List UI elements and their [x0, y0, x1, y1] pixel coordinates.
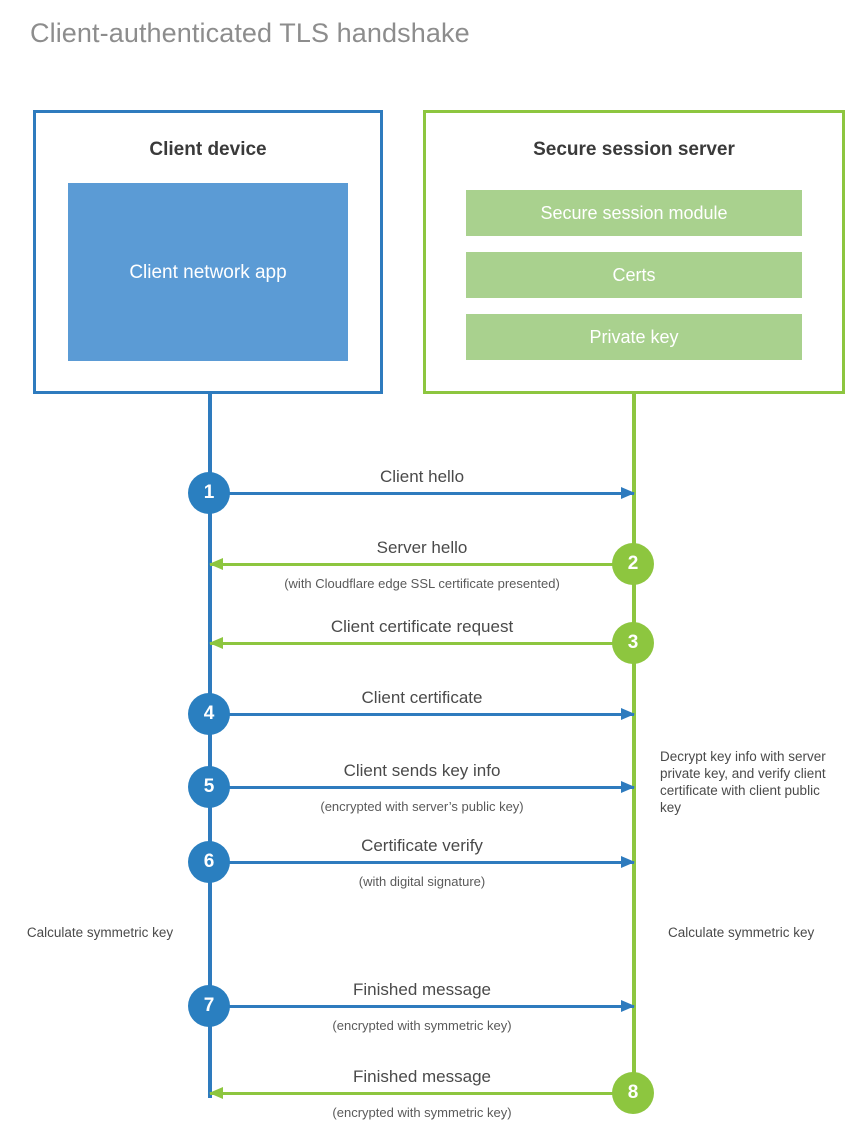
- client-device-box: Client device Client network app: [33, 110, 383, 394]
- step-label-6: Certificate verify: [361, 836, 483, 855]
- arrow-shaft: [210, 713, 634, 716]
- step-label-8: Finished message: [353, 1067, 491, 1086]
- step-circle-6[interactable]: 6: [188, 841, 230, 883]
- arrow-head-icon: [621, 487, 635, 499]
- client-device-title: Client device: [149, 139, 267, 160]
- step-circle-3[interactable]: 3: [612, 622, 654, 664]
- step-label-5: Client sends key info: [343, 761, 501, 780]
- arrow-shaft: [210, 642, 634, 645]
- arrow-head-icon: [209, 637, 223, 649]
- step-arrow-8: [209, 1087, 634, 1099]
- note-calculate-symmetric-key-server: Calculate symmetric key: [668, 925, 815, 940]
- arrow-head-icon: [621, 1000, 635, 1012]
- step-sublabel-6: (with digital signature): [358, 874, 486, 889]
- arrow-head-icon: [621, 708, 635, 720]
- note-calculate-symmetric-key-client: Calculate symmetric key: [26, 925, 174, 940]
- step-arrow-7: [210, 1000, 635, 1012]
- step-arrow-6: [210, 856, 635, 868]
- arrow-head-icon: [209, 1087, 223, 1099]
- step-label-2: Server hello: [376, 538, 468, 557]
- secure-session-module-block: Secure session module: [466, 190, 802, 236]
- step-arrow-1: [210, 487, 635, 499]
- arrow-head-icon: [209, 558, 223, 570]
- step-circle-1[interactable]: 1: [188, 472, 230, 514]
- step-sublabel-5: (encrypted with server’s public key): [320, 799, 524, 814]
- server-lifeline: [632, 393, 636, 1093]
- client-network-app-block: Client network app: [68, 183, 348, 361]
- note-decrypt-key-info: Decrypt key info with server private key…: [660, 749, 826, 815]
- arrow-shaft: [210, 1005, 634, 1008]
- step-sublabel-2: (with Cloudflare edge SSL certificate pr…: [284, 576, 560, 591]
- page-title: Client-authenticated TLS handshake: [30, 18, 470, 48]
- step-label-3: Client certificate request: [330, 617, 514, 636]
- arrow-head-icon: [621, 781, 635, 793]
- step-sublabel-8: (encrypted with symmetric key): [332, 1105, 512, 1120]
- step-label-4: Client certificate: [361, 688, 483, 707]
- certs-block: Certs: [466, 252, 802, 298]
- arrow-shaft: [210, 492, 634, 495]
- step-circle-4[interactable]: 4: [188, 693, 230, 735]
- step-arrow-4: [210, 708, 635, 720]
- step-label-7: Finished message: [353, 980, 491, 999]
- step-arrow-5: [210, 781, 635, 793]
- step-circle-2[interactable]: 2: [612, 543, 654, 585]
- arrow-shaft: [210, 563, 634, 566]
- arrow-shaft: [210, 861, 634, 864]
- step-sublabel-7: (encrypted with symmetric key): [332, 1018, 512, 1033]
- secure-session-server-title: Secure session server: [533, 139, 735, 160]
- step-circle-7[interactable]: 7: [188, 985, 230, 1027]
- step-label-1: Client hello: [379, 467, 465, 486]
- secure-session-server-box: Secure session server Secure session mod…: [423, 110, 845, 394]
- arrow-shaft: [210, 1092, 634, 1095]
- step-circle-8[interactable]: 8: [612, 1072, 654, 1114]
- step-arrow-3: [209, 637, 634, 649]
- step-circle-5[interactable]: 5: [188, 766, 230, 808]
- client-lifeline: [208, 393, 212, 1098]
- step-arrow-2: [209, 558, 634, 570]
- arrow-head-icon: [621, 856, 635, 868]
- arrow-shaft: [210, 786, 634, 789]
- private-key-block: Private key: [466, 314, 802, 360]
